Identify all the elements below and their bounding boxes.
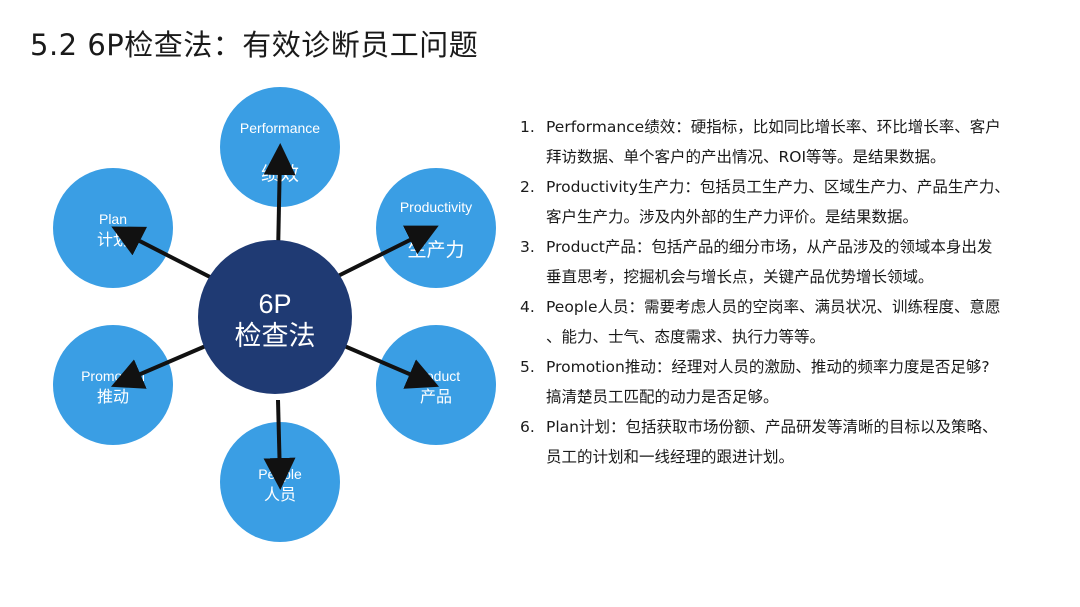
center-line1: 6P xyxy=(258,289,291,319)
center-line2: 检查法 xyxy=(235,321,316,351)
item-text: Plan计划：包括获取市场份额、产品研发等清晰的目标以及策略、 员工的计划和一线… xyxy=(546,418,998,466)
item-number: 5. xyxy=(520,358,535,376)
list-item: 5. Promotion推动：经理对人员的激励、推动的频率力度是否足够? 搞清楚… xyxy=(520,352,1060,412)
item-number: 4. xyxy=(520,298,535,316)
list-item: 3. Product产品：包括产品的细分市场，从产品涉及的领域本身出发 垂直思考… xyxy=(520,232,1060,292)
list-item: 4. People人员：需要考虑人员的空岗率、满员状况、训练程度、意愿 、能力、… xyxy=(520,292,1060,352)
node-product-en: Product xyxy=(412,368,460,384)
description-list: 1. Performance绩效：硬指标，比如同比增长率、环比增长率、客户 拜访… xyxy=(520,112,1060,472)
node-product-zh: 产品 xyxy=(420,388,452,406)
item-number: 3. xyxy=(520,238,535,256)
node-plan: Plan 计划 xyxy=(53,168,173,288)
node-people-zh: 人员 xyxy=(264,486,296,504)
item-text: Product产品：包括产品的细分市场，从产品涉及的领域本身出发 垂直思考，挖掘… xyxy=(546,238,993,286)
center-node: 6P 检查法 xyxy=(198,240,352,394)
item-number: 1. xyxy=(520,118,535,136)
item-number: 2. xyxy=(520,178,535,196)
node-promotion-zh: 推动 xyxy=(97,388,129,406)
node-product: Product 产品 xyxy=(376,325,496,445)
arrow-product xyxy=(341,343,440,389)
arrow-promotion xyxy=(110,343,209,389)
node-productivity-zh: 生产力 xyxy=(407,239,464,261)
arrow-people xyxy=(263,399,296,490)
node-productivity: Productivity 生产力 xyxy=(376,168,496,288)
page-title: 5.2 6P检查法：有效诊断员工问题 xyxy=(30,28,479,62)
list-item: 2. Productivity生产力：包括员工生产力、区域生产力、产品生产力、 … xyxy=(520,172,1060,232)
node-promotion: Promotion 推动 xyxy=(53,325,173,445)
item-text: Performance绩效：硬指标，比如同比增长率、环比增长率、客户 拜访数据、… xyxy=(546,118,1001,166)
node-productivity-en: Productivity xyxy=(400,199,472,215)
arrow-performance xyxy=(263,143,296,256)
item-text: Promotion推动：经理对人员的激励、推动的频率力度是否足够? 搞清楚员工匹… xyxy=(546,358,990,406)
item-text: People人员：需要考虑人员的空岗率、满员状况、训练程度、意愿 、能力、士气、… xyxy=(546,298,1001,346)
arrow-plan xyxy=(111,226,211,279)
arrows xyxy=(110,143,440,490)
item-text: Productivity生产力：包括员工生产力、区域生产力、产品生产力、 客户生… xyxy=(546,178,1010,226)
list-item: 1. Performance绩效：硬指标，比如同比增长率、环比增长率、客户 拜访… xyxy=(520,112,1060,172)
arrow-productivity xyxy=(335,225,439,279)
list-item: 6. Plan计划：包括获取市场份额、产品研发等清晰的目标以及策略、 员工的计划… xyxy=(520,412,1060,472)
node-plan-en: Plan xyxy=(99,211,127,227)
node-performance-en: Performance xyxy=(240,120,320,136)
item-number: 6. xyxy=(520,418,535,436)
